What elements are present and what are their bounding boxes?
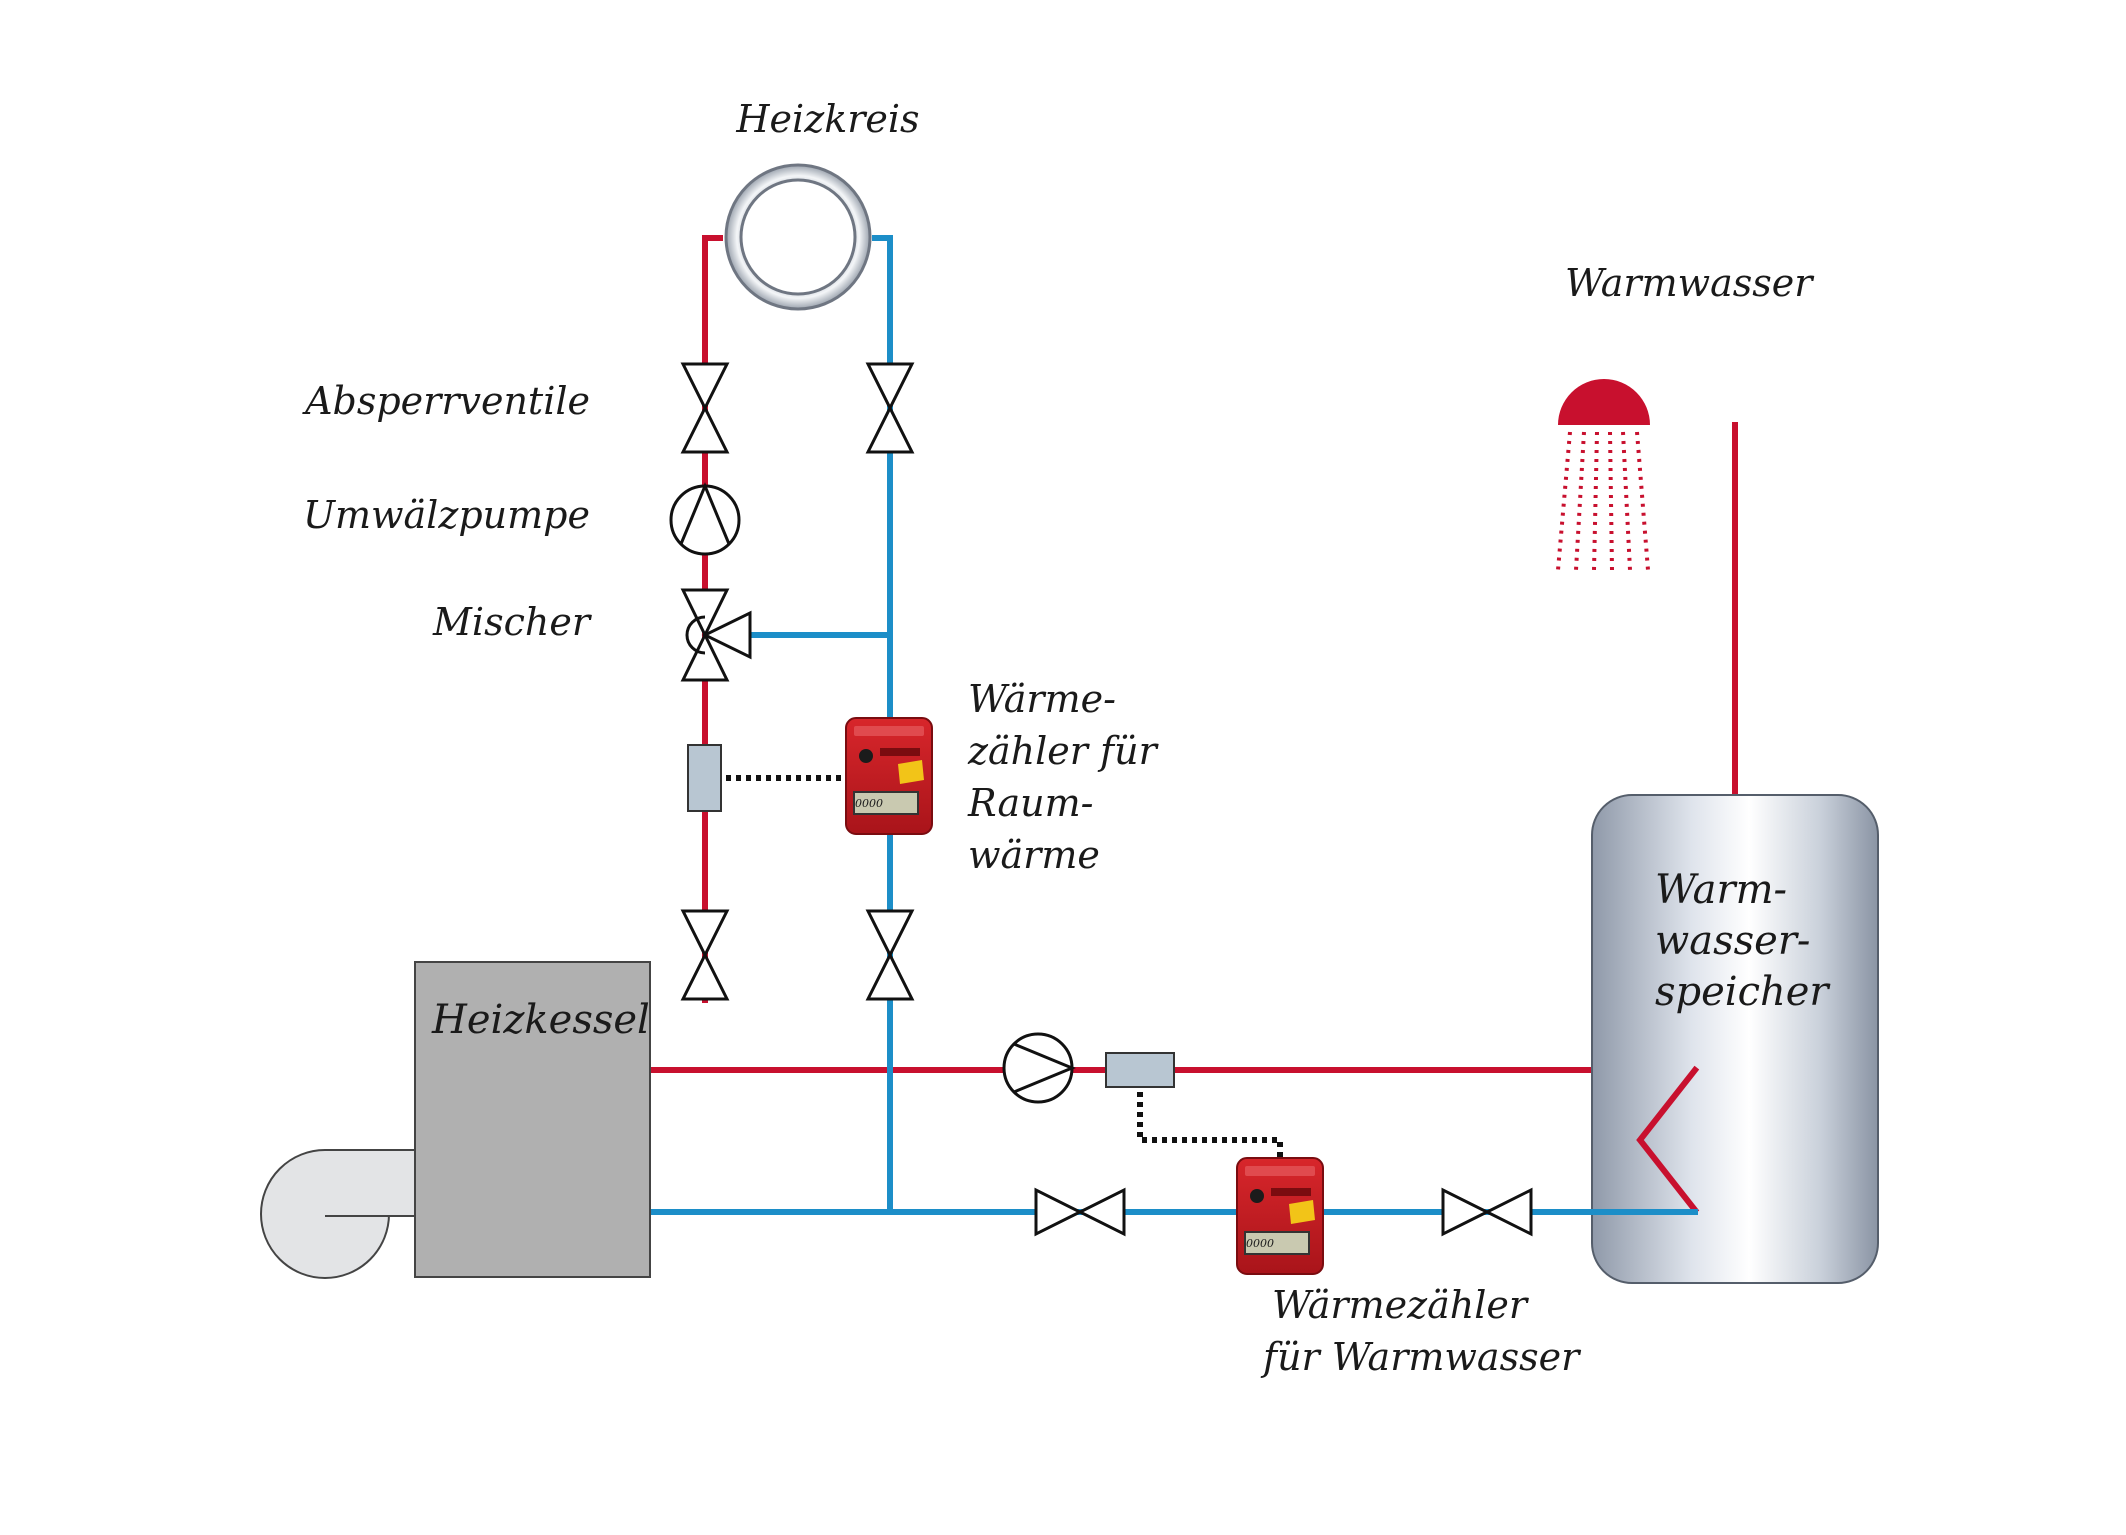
waermezaehler-ww-label-1: Wärmezähler [1272,1283,1530,1327]
warmwasser-label: Warmwasser [1565,261,1815,305]
heat-meter-hotwater-icon [1236,1157,1324,1275]
waermezaehler-raum-label-4: wärme [968,833,1100,877]
boiler [260,961,651,1279]
waermezaehler-ww-label-2: für Warmwasser [1260,1335,1582,1379]
speicher-label-3: speicher [1655,969,1831,1015]
shutoff-valve-hotwater-right [1441,1188,1533,1236]
flow-pipes [647,235,1738,1215]
shutoff-valve-return-bottom [866,909,914,1001]
hot-water-tank [1591,794,1879,1284]
shower-spray-icon [1556,431,1650,571]
heizkessel-label: Heizkessel [431,997,650,1043]
waermezaehler-raum-label-1: Wärme- [968,677,1116,721]
absperrventile-label: Absperrventile [302,379,590,423]
meter-display-room: 0000 [855,797,883,810]
signal-line-hotwater [1137,1092,1283,1158]
circulation-pump-icon [669,482,741,556]
flow-sensor-heating [687,744,722,812]
speicher-label-1: Warm- [1655,867,1787,913]
circulation-pump-hotwater-icon [1002,1032,1076,1104]
meter-display-hotwater: 0000 [1246,1237,1274,1250]
waermezaehler-raum-label-2: zähler für [967,729,1160,773]
mixer-valve-icon [680,588,752,682]
flow-sensor-hotwater [1105,1052,1175,1088]
heat-meter-room-icon [845,717,933,835]
umwaelzpumpe-label: Umwälzpumpe [303,493,590,537]
speicher-label-2: wasser- [1655,918,1810,964]
shower-head-icon [1558,379,1650,425]
heizkreis-label: Heizkreis [735,97,919,141]
mischer-label: Mischer [432,600,593,644]
shutoff-valve-return-top [866,362,914,454]
shutoff-valve-hotwater-left [1034,1188,1126,1236]
waermezaehler-raum-label-3: Raum- [967,781,1094,825]
shutoff-valve-flow-bottom [681,909,729,1001]
shutoff-valve-flow-top [681,362,729,454]
